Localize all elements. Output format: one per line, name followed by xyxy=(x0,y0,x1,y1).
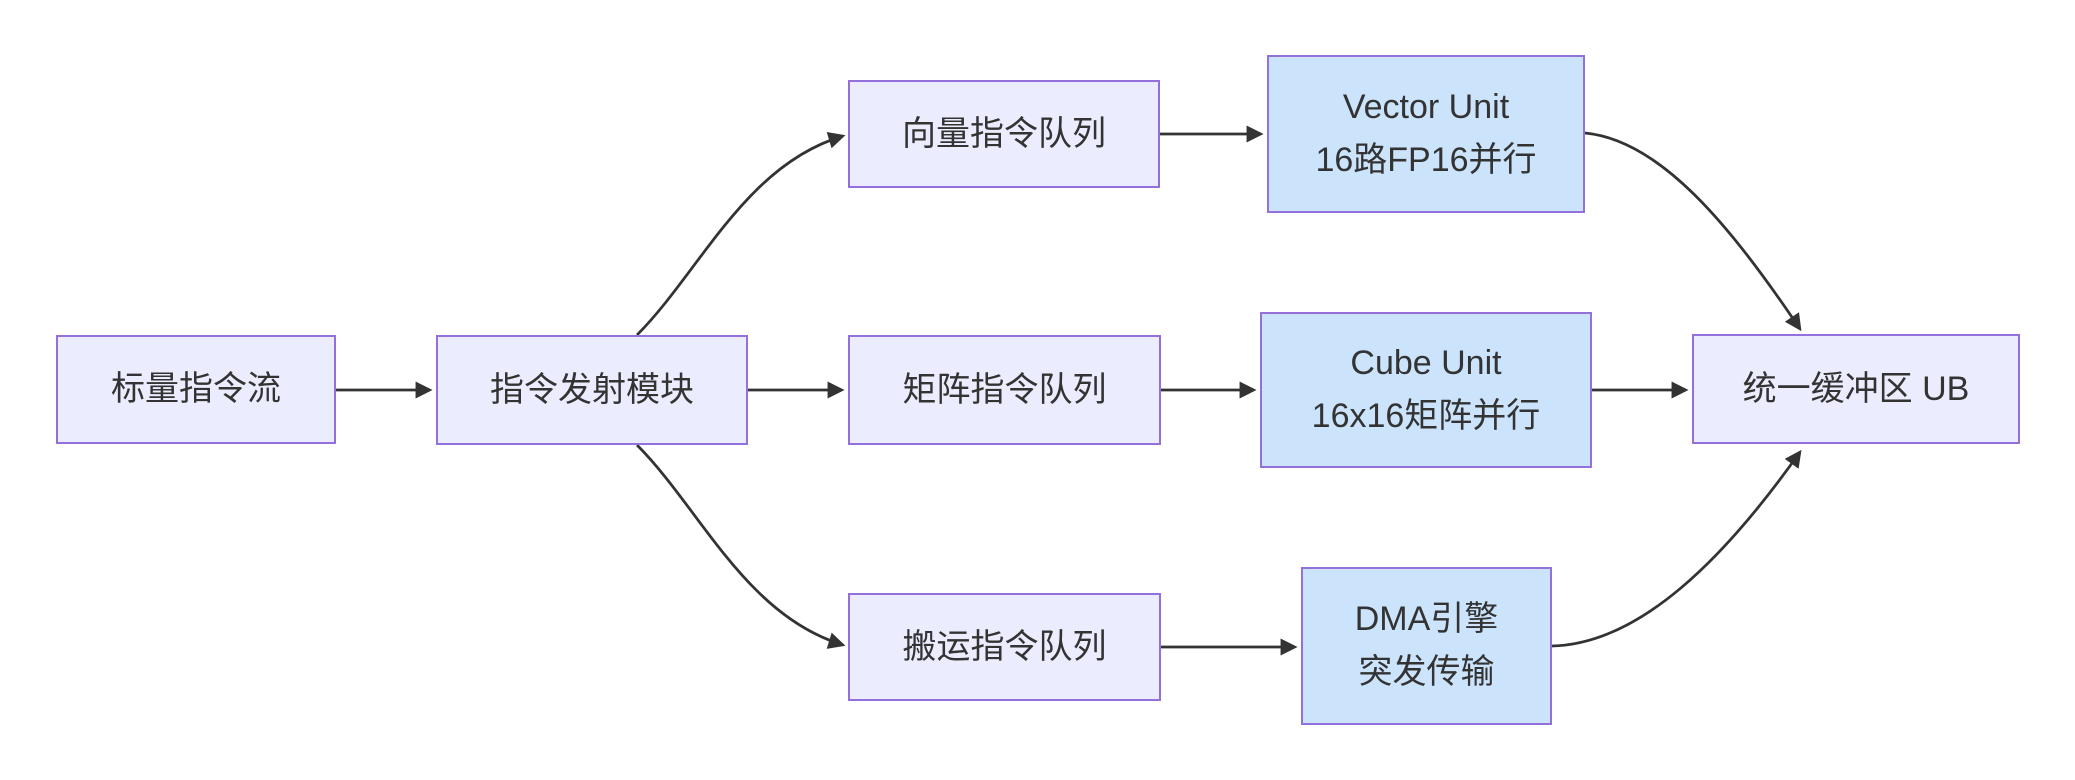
node-vector-instruction-queue-label: 向量指令队列 xyxy=(902,114,1106,153)
node-unified-buffer: 统一缓冲区 UB xyxy=(1692,334,2020,444)
node-move-instruction-queue: 搬运指令队列 xyxy=(848,593,1161,701)
node-instruction-dispatch-module: 指令发射模块 xyxy=(436,335,748,445)
node-vector-instruction-queue: 向量指令队列 xyxy=(848,80,1160,188)
node-vector-unit-title: Vector Unit xyxy=(1342,88,1510,127)
node-cube-unit-title: Cube Unit xyxy=(1350,344,1502,383)
node-dma-engine: DMA引擎 突发传输 xyxy=(1301,567,1552,725)
node-dma-engine-subtitle: 突发传输 xyxy=(1358,653,1495,691)
node-vector-unit: Vector Unit 16路FP16并行 xyxy=(1267,55,1585,213)
node-dma-engine-title: DMA引擎 xyxy=(1354,600,1499,639)
node-move-instruction-queue-label: 搬运指令队列 xyxy=(902,627,1107,666)
node-scalar-instruction-stream: 标量指令流 xyxy=(56,335,336,444)
edge-vector-unit-to-unified-buffer xyxy=(1584,131,1802,332)
node-matrix-instruction-queue-label: 矩阵指令队列 xyxy=(902,370,1107,409)
edge-dma-engine-to-unified-buffer xyxy=(1551,449,1802,648)
node-matrix-instruction-queue: 矩阵指令队列 xyxy=(848,335,1161,445)
node-cube-unit-subtitle: 16x16矩阵并行 xyxy=(1311,397,1541,435)
node-unified-buffer-label: 统一缓冲区 UB xyxy=(1742,369,1970,408)
node-cube-unit: Cube Unit 16x16矩阵并行 xyxy=(1260,312,1592,468)
node-instruction-dispatch-module-label: 指令发射模块 xyxy=(490,370,694,409)
edge-dispatch-to-move-queue xyxy=(636,444,846,649)
edge-dispatch-to-vector-queue xyxy=(636,131,846,336)
node-vector-unit-subtitle: 16路FP16并行 xyxy=(1315,141,1537,179)
node-scalar-instruction-stream-label: 标量指令流 xyxy=(111,370,281,409)
